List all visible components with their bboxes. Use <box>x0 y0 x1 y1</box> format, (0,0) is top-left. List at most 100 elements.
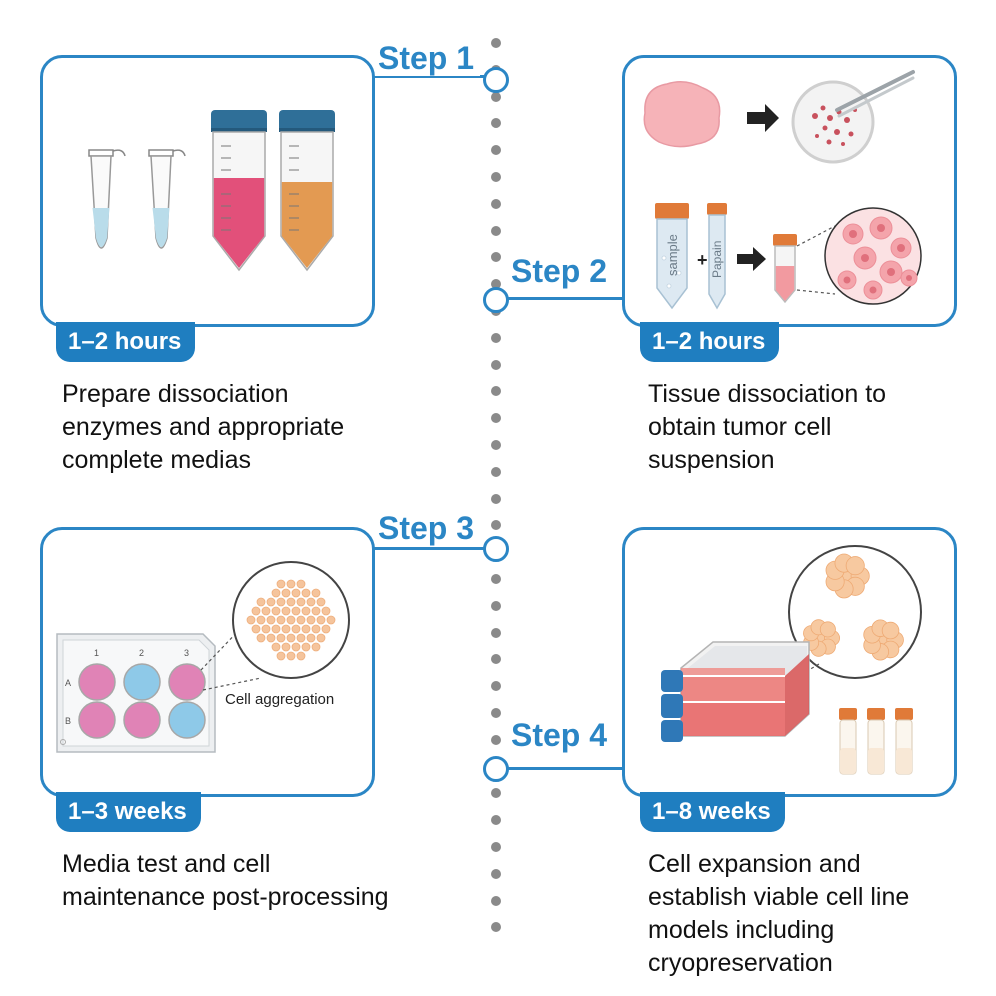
step-4-duration-badge: 1–8 weeks <box>640 792 785 832</box>
aggregated-cell <box>286 615 296 625</box>
aggregated-cell <box>251 624 261 634</box>
step-3-description: Media test and cell maintenance post-pro… <box>62 850 389 911</box>
timeline-dot <box>491 681 501 692</box>
aggregated-cell <box>296 633 306 643</box>
step-1-node <box>483 67 509 93</box>
timeline-dot <box>491 654 501 665</box>
sample-tube-label: sample <box>665 234 680 276</box>
conical-tube-icon <box>279 110 335 272</box>
aggregated-cell <box>276 579 286 589</box>
timeline-dot <box>491 252 501 263</box>
cell-culture-flask-icon <box>661 641 810 742</box>
arrow-right-icon <box>747 104 779 132</box>
aggregated-cell <box>301 642 311 652</box>
plate-column-label: 1 <box>94 648 99 658</box>
aggregated-cell <box>306 597 316 607</box>
aggregated-cell <box>306 633 316 643</box>
magnifier-circle-icon <box>232 561 350 679</box>
timeline-dot <box>491 279 501 290</box>
timeline-dot <box>491 627 501 638</box>
conical-tube-icon: sample <box>655 203 689 310</box>
well-a2 <box>123 663 161 701</box>
timeline-dot <box>491 520 501 531</box>
spheroid-cell <box>819 621 836 638</box>
aggregated-cell <box>316 633 326 643</box>
well-a1 <box>78 663 116 701</box>
step-4-label: Step 4 <box>505 717 614 753</box>
timeline-dot <box>491 440 501 450</box>
timeline-dot <box>491 332 501 343</box>
aggregated-cell <box>296 615 306 625</box>
step-4-connector <box>496 767 624 770</box>
aggregated-cell <box>311 624 321 634</box>
aggregated-cell <box>281 588 291 598</box>
timeline-dot <box>491 922 501 933</box>
step-1-illustration <box>88 110 335 272</box>
timeline-dot <box>491 600 501 611</box>
aggregated-cell <box>281 606 291 616</box>
aggregated-cell <box>316 597 326 607</box>
timeline-dot <box>491 38 501 48</box>
aggregated-cell <box>311 606 321 616</box>
timeline-dot <box>491 413 501 424</box>
step-1-description: Prepare dissociation enzymes and appropr… <box>62 380 345 474</box>
timeline-dot <box>491 788 501 799</box>
timeline-dot <box>491 895 501 906</box>
aggregated-cell <box>321 624 331 634</box>
aggregated-cell <box>266 633 276 643</box>
papain-tube-label: Papain <box>710 241 724 278</box>
cryovial-icon <box>895 708 913 775</box>
timeline-dot <box>491 118 501 129</box>
aggregated-cell <box>326 615 336 625</box>
step-2-duration-badge: 1–2 hours <box>640 322 780 362</box>
step-1-panel <box>40 55 375 327</box>
step-4-node <box>483 756 509 782</box>
aggregated-cell <box>246 615 256 625</box>
aggregated-cell <box>281 642 291 652</box>
tissue-icon <box>643 81 721 148</box>
conical-tube-icon: Papain <box>707 203 727 310</box>
microcentrifuge-tube-icon <box>148 149 186 249</box>
timeline-dot <box>491 359 501 370</box>
aggregated-cell <box>301 624 311 634</box>
step-4-illustration <box>661 545 922 775</box>
aggregated-cell <box>256 597 266 607</box>
well-plate-icon: 1 2 3 A B <box>56 633 216 753</box>
aggregated-cell <box>286 597 296 607</box>
aggregated-cell <box>291 624 301 634</box>
step-1-duration-badge: 1–2 hours <box>56 322 196 362</box>
timeline-dot <box>491 868 501 879</box>
aggregated-cell <box>276 651 286 661</box>
timeline-dot <box>491 466 501 477</box>
timeline-dot <box>491 493 501 504</box>
timeline-dot <box>491 842 501 852</box>
aggregated-cell <box>311 642 321 652</box>
aggregated-cell <box>256 615 266 625</box>
well-b2 <box>123 701 161 739</box>
plus-sign: + <box>697 250 708 270</box>
aggregated-cell <box>276 633 286 643</box>
aggregated-cell <box>276 615 286 625</box>
conical-tube-icon <box>211 110 267 272</box>
timeline-dot <box>491 574 501 584</box>
aggregated-cell <box>306 615 316 625</box>
timeline-dot <box>491 172 501 182</box>
aggregated-cell <box>271 588 281 598</box>
timeline-dot <box>491 386 501 397</box>
step-3-panel: 1 2 3 A B Cell aggregation <box>40 527 375 797</box>
step-2-description: Tissue dissociation to obtain tumor cell… <box>648 380 887 474</box>
aggregated-cell <box>296 651 306 661</box>
step-4-description: Cell expansion and establish viable cell… <box>648 850 910 977</box>
spheroid-cell <box>881 621 900 640</box>
step-2-connector <box>496 297 624 300</box>
step-2-node <box>483 287 509 313</box>
plate-row-label: A <box>65 678 71 688</box>
step-3-node <box>483 536 509 562</box>
step-2-illustration: sample + Papain <box>643 70 922 310</box>
timeline-dot <box>491 734 501 745</box>
aggregated-cell <box>256 633 266 643</box>
aggregated-cell <box>291 606 301 616</box>
aggregated-cell <box>301 606 311 616</box>
aggregated-cell <box>286 633 296 643</box>
petri-dish-icon <box>791 70 915 164</box>
